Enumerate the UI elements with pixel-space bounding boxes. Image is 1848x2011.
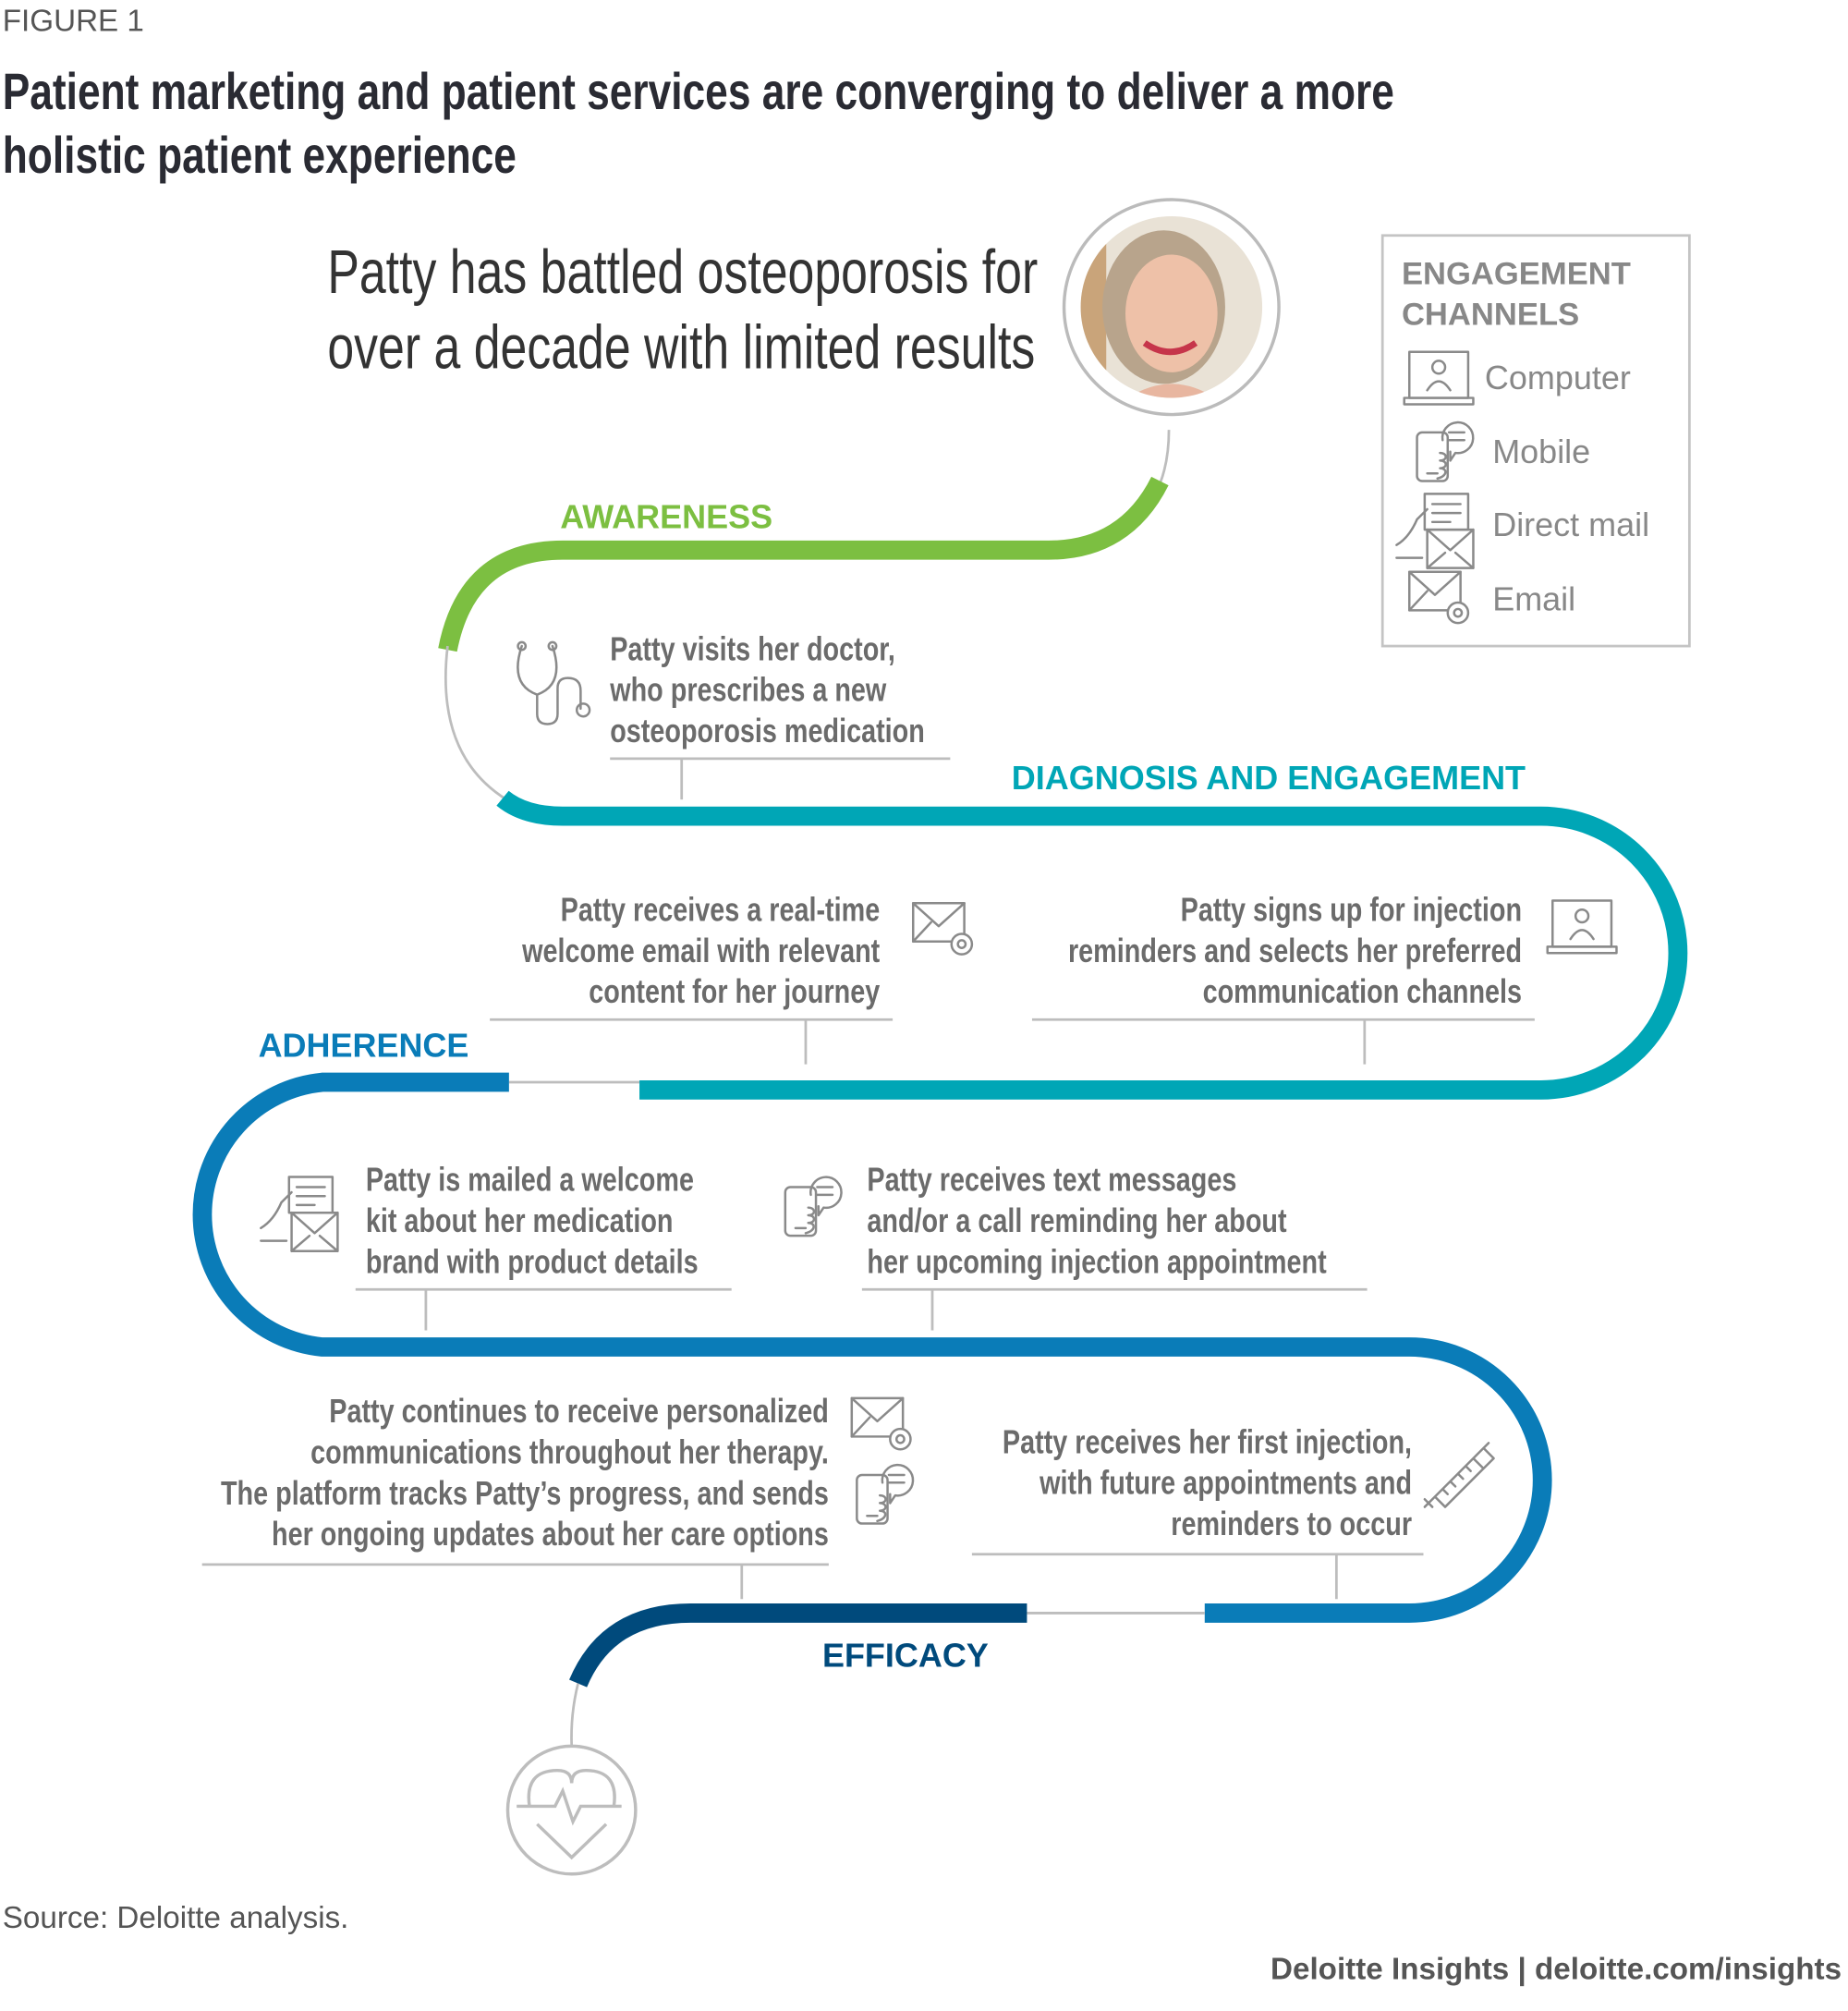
step-text: kit about her medication: [366, 1202, 674, 1239]
mobile-icon: [784, 1176, 843, 1237]
stage-label-adherence: ADHERENCE: [259, 1026, 469, 1064]
step-text: osteoporosis medication: [610, 713, 925, 750]
patient-photo: [1062, 198, 1281, 417]
computer-icon: [1546, 899, 1618, 955]
step-text: her upcoming injection appointment: [867, 1243, 1326, 1280]
step-doctor-visit: Patty visits her doctor, who prescribes …: [517, 630, 951, 800]
source-note: Source: Deloitte analysis.: [3, 1901, 349, 1935]
step-text: Patty continues to receive personalized: [329, 1393, 829, 1430]
step-text: brand with product details: [366, 1243, 699, 1280]
legend-item-mobile: Mobile: [1492, 433, 1590, 470]
legend-title-line-1: ENGAGEMENT: [1402, 256, 1631, 291]
step-text: her ongoing updates about her care optio…: [272, 1516, 829, 1553]
stage-label-efficacy: EFFICACY: [822, 1637, 989, 1675]
step-welcome-email: Patty receives a real-time welcome email…: [490, 892, 974, 1065]
efficacy-path-segment: [569, 1603, 1027, 1688]
heart-pulse-icon: [505, 1744, 638, 1876]
step-welcome-kit: Patty is mailed a welcome kit about her …: [260, 1162, 732, 1331]
legend-item-computer: Computer: [1485, 359, 1631, 396]
legend-item-direct-mail: Direct mail: [1492, 506, 1649, 543]
step-text: The platform tracks Patty’s progress, an…: [221, 1475, 829, 1512]
step-text: communication channels: [1203, 973, 1522, 1010]
email-icon: [911, 902, 974, 956]
step-text: content for her journey: [589, 973, 880, 1010]
mobile-icon: [1416, 420, 1475, 482]
figure-title-line-1: Patient marketing and patient services a…: [3, 63, 1394, 120]
step-text: Patty is mailed a welcome: [366, 1162, 694, 1199]
step-text: reminders to occur: [1171, 1505, 1412, 1542]
stage-label-diagnosis: DIAGNOSIS AND ENGAGEMENT: [1012, 759, 1526, 797]
step-first-injection: Patty receives her first injection, with…: [971, 1423, 1495, 1600]
figure-title-line-2: holistic patient experience: [3, 127, 517, 184]
direct-mail-icon: [260, 1176, 339, 1252]
footer-credit: Deloitte Insights | deloitte.com/insight…: [1270, 1952, 1842, 1986]
step-ongoing-communications: Patty continues to receive personalized …: [201, 1393, 915, 1600]
awareness-path-segment: [438, 476, 1169, 652]
stage-label-awareness: AWARENESS: [560, 498, 772, 536]
step-text: reminders and selects her preferred: [1068, 932, 1522, 969]
step-text: Patty receives text messages: [867, 1162, 1236, 1199]
step-signup-reminders: Patty signs up for injection reminders a…: [1031, 892, 1618, 1065]
email-icon: [850, 1396, 912, 1451]
legend-item-email: Email: [1492, 579, 1575, 617]
adherence-path-segment: [192, 1072, 1552, 1623]
step-text: and/or a call reminding her about: [867, 1202, 1286, 1239]
intro-line-1: Patty has battled osteoporosis for: [327, 238, 1038, 307]
step-text: Patty visits her doctor,: [610, 630, 895, 667]
journey-path: [192, 430, 1688, 1747]
email-icon: [1408, 570, 1470, 625]
mobile-icon: [856, 1463, 915, 1525]
step-text: Patty receives her first injection,: [1003, 1423, 1412, 1460]
step-text: who prescribes a new: [609, 672, 887, 709]
computer-icon: [1403, 350, 1475, 406]
step-text: communications throughout her therapy.: [310, 1433, 829, 1470]
step-text: Patty signs up for injection: [1181, 892, 1522, 929]
step-text: with future appointments and: [1039, 1465, 1412, 1502]
figure-label: FIGURE 1: [3, 4, 144, 38]
engagement-channels-legend: ENGAGEMENT CHANNELS Computer Mobile Dire…: [1380, 234, 1691, 648]
syringe-icon: [1423, 1442, 1495, 1508]
step-text: Patty receives a real-time: [561, 892, 881, 929]
intro-line-2: over a decade with limited results: [327, 313, 1035, 383]
step-text: welcome email with relevant: [521, 932, 880, 969]
stethoscope-icon: [517, 640, 591, 725]
legend-title-line-2: CHANNELS: [1402, 298, 1579, 333]
step-text-reminders: Patty receives text messages and/or a ca…: [784, 1162, 1368, 1331]
diagnosis-path-segment: [496, 790, 1688, 1100]
direct-mail-icon: [1395, 493, 1475, 569]
